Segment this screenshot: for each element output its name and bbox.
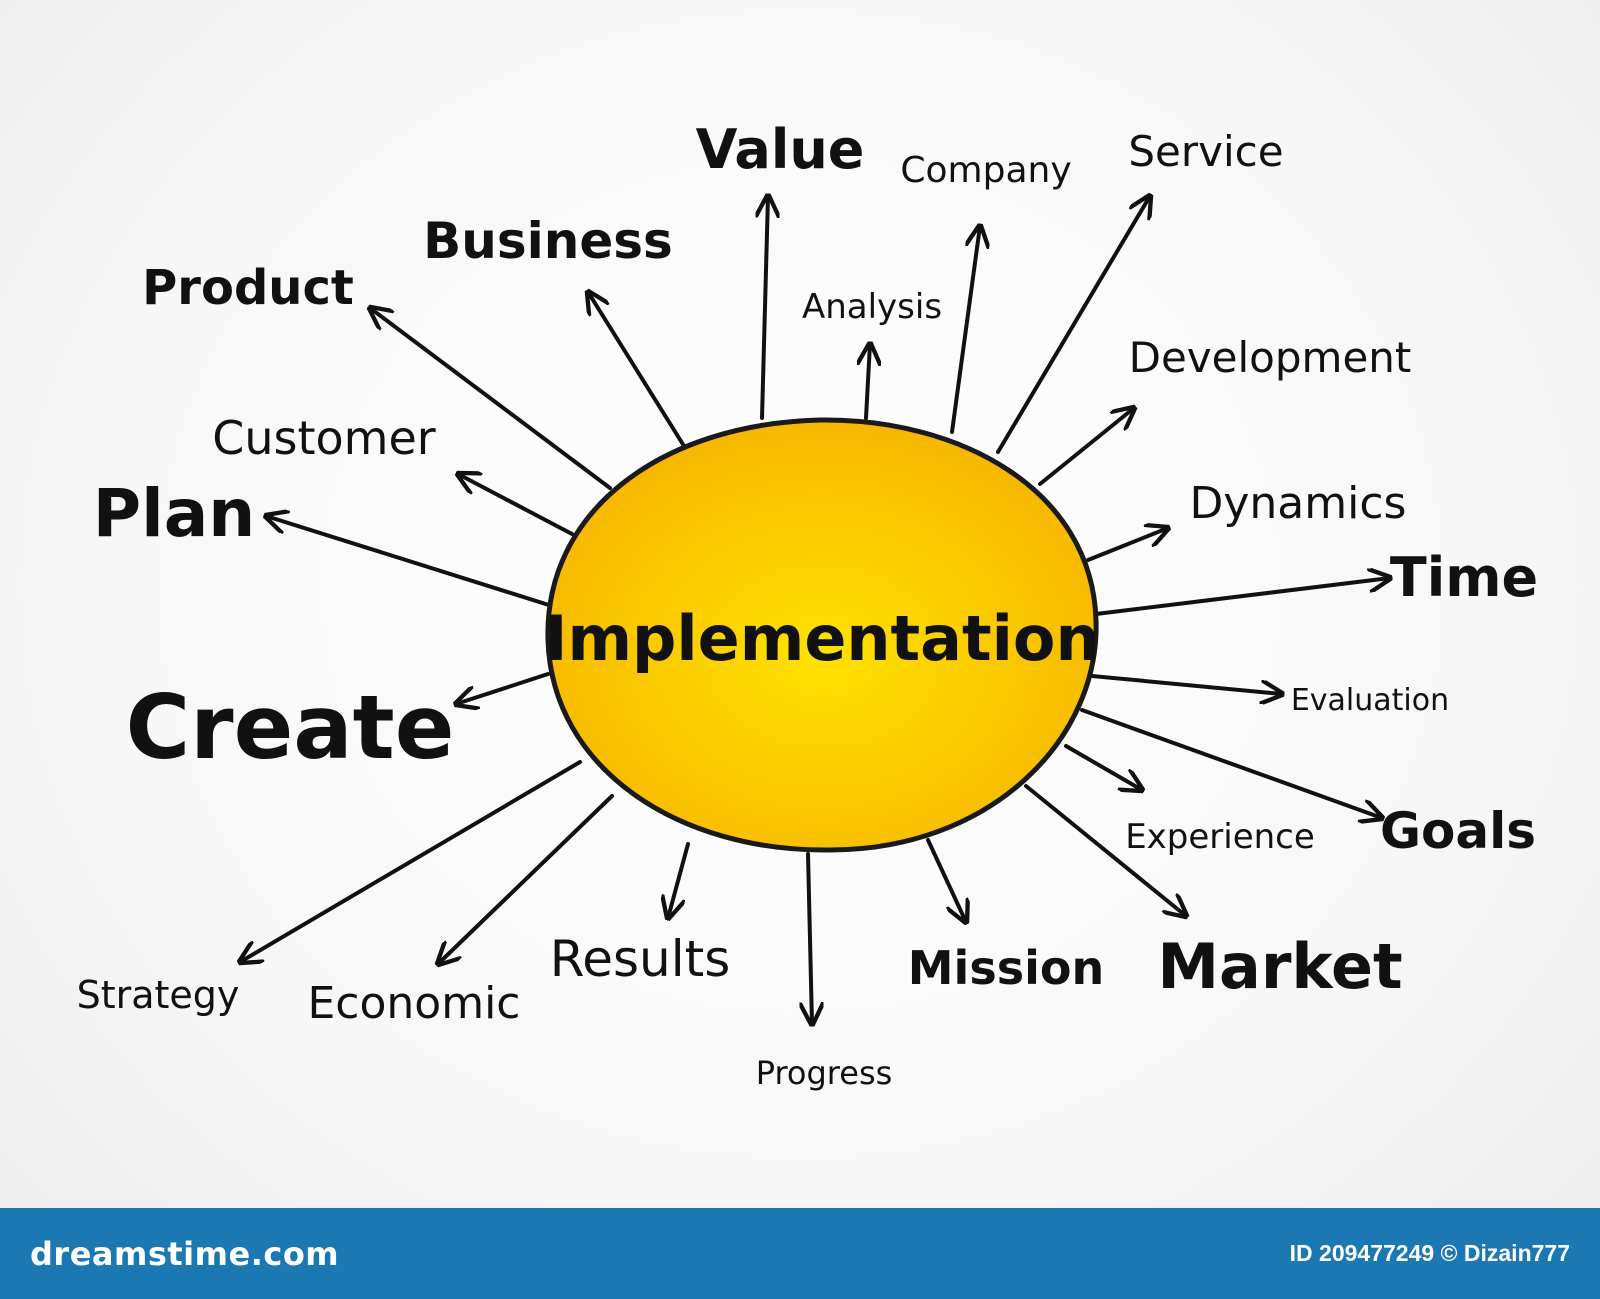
label-dynamics: Dynamics: [1190, 478, 1407, 529]
arrow-development: [1038, 408, 1134, 486]
label-market: Market: [1157, 930, 1402, 1003]
central-node: Implementation: [544, 417, 1100, 853]
arrow-mission: [926, 838, 966, 922]
label-customer: Customer: [212, 411, 436, 465]
label-value: Value: [696, 118, 865, 181]
label-development: Development: [1129, 333, 1412, 382]
label-service: Service: [1128, 127, 1283, 176]
arrow-product: [370, 308, 612, 490]
label-economic: Economic: [308, 978, 521, 1029]
arrow-plan: [266, 516, 554, 608]
connector-arrows: [240, 196, 1390, 1024]
arrow-service: [996, 196, 1150, 454]
label-goals: Goals: [1380, 802, 1536, 860]
footer-bar: dreamstime.com ID 209477249 © Dizain777: [0, 1208, 1600, 1299]
label-evaluation: Evaluation: [1291, 683, 1449, 718]
arrow-strategy: [240, 760, 582, 962]
arrow-analysis: [866, 344, 870, 420]
arrow-company: [950, 226, 980, 434]
arrow-dynamics: [1086, 528, 1168, 562]
label-experience: Experience: [1125, 817, 1315, 857]
arrow-progress: [808, 852, 812, 1024]
label-analysis: Analysis: [802, 287, 942, 327]
arrow-experience: [1064, 744, 1142, 790]
image-credit: ID 209477249 © Dizain777: [1289, 1240, 1570, 1266]
arrow-create: [456, 672, 550, 704]
label-progress: Progress: [756, 1054, 893, 1092]
arrow-economic: [438, 794, 614, 964]
label-mission: Mission: [908, 941, 1104, 995]
arrow-customer: [458, 474, 574, 536]
central-ellipse: [545, 417, 1099, 853]
label-strategy: Strategy: [77, 973, 240, 1017]
label-plan: Plan: [93, 475, 256, 552]
label-create: Create: [126, 676, 455, 779]
arrow-market: [1024, 784, 1186, 916]
arrow-business: [588, 292, 686, 448]
central-label: Implementation: [544, 602, 1099, 675]
label-business: Business: [423, 212, 673, 270]
label-time: Time: [1390, 546, 1538, 609]
arrow-results: [668, 842, 690, 918]
arrow-value: [762, 196, 768, 420]
arrow-goals: [1080, 708, 1382, 818]
mind-map-diagram: Implementation Value Company Service Bus…: [77, 118, 1539, 1092]
site-logo-text[interactable]: dreamstime.com: [30, 1234, 340, 1273]
label-company: Company: [900, 150, 1071, 191]
outer-labels: Value Company Service Business Analysis …: [77, 118, 1539, 1092]
label-product: Product: [142, 260, 354, 316]
arrow-time: [1094, 578, 1390, 616]
label-results: Results: [550, 930, 731, 988]
arrow-evaluation: [1090, 674, 1282, 694]
